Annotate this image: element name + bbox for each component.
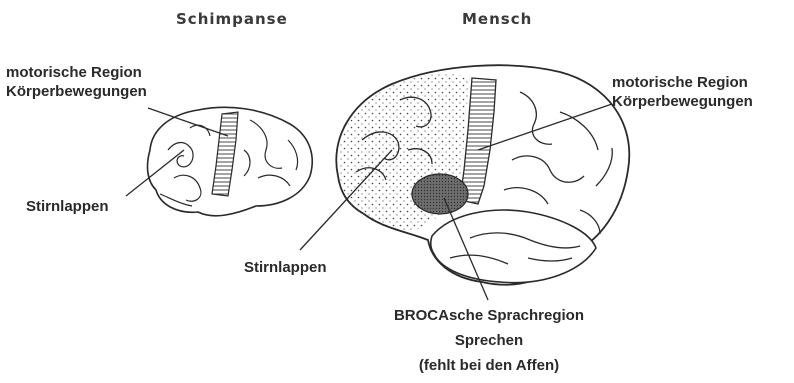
label-human-body-movements: Körperbewegungen — [612, 92, 753, 111]
label-chimp-frontal-lobe: Stirnlappen — [26, 197, 109, 216]
label-broca-speech: Sprechen — [354, 331, 624, 350]
label-chimp-motor-region: motorische Region — [6, 63, 142, 82]
human-brain — [336, 65, 629, 284]
human-broca-region — [412, 174, 468, 214]
label-broca-region: BROCAsche Sprachregion — [354, 306, 624, 325]
label-broca-absent-in-apes: (fehlt bei den Affen) — [354, 356, 624, 375]
title-human: Mensch — [462, 10, 532, 28]
title-chimpanzee: Schimpanse — [176, 10, 288, 28]
chimp-brain — [148, 107, 313, 215]
label-human-frontal-lobe: Stirnlappen — [244, 258, 327, 277]
label-chimp-body-movements: Körperbewegungen — [6, 82, 147, 101]
label-human-motor-region: motorische Region — [612, 73, 748, 92]
